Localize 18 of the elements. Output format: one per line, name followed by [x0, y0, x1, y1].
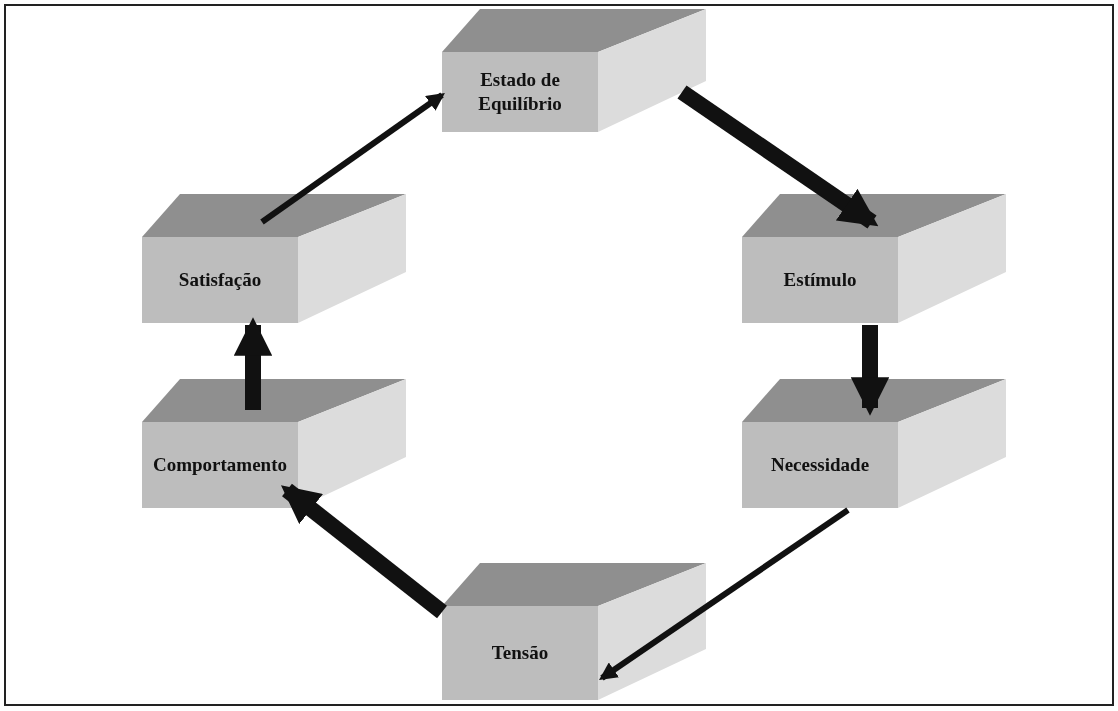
block-label: Tensão [491, 641, 549, 665]
block-3d [742, 379, 1006, 508]
block-label: Necessidade [770, 453, 870, 477]
block-3d [142, 379, 406, 508]
block-3d [442, 563, 706, 700]
arrow [677, 85, 879, 229]
arrow [280, 483, 447, 619]
block-3d [742, 194, 1006, 323]
arrow [850, 325, 890, 416]
block-3d [142, 194, 406, 323]
block-label: Estado de Equilíbrio [477, 68, 563, 116]
block-3d [442, 9, 706, 132]
block-label: Satisfação [178, 268, 262, 292]
block-label: Comportamento [153, 453, 287, 477]
arrow [599, 507, 850, 681]
arrow [233, 317, 273, 410]
arrow [260, 92, 445, 225]
block-label: Estímulo [783, 268, 857, 292]
